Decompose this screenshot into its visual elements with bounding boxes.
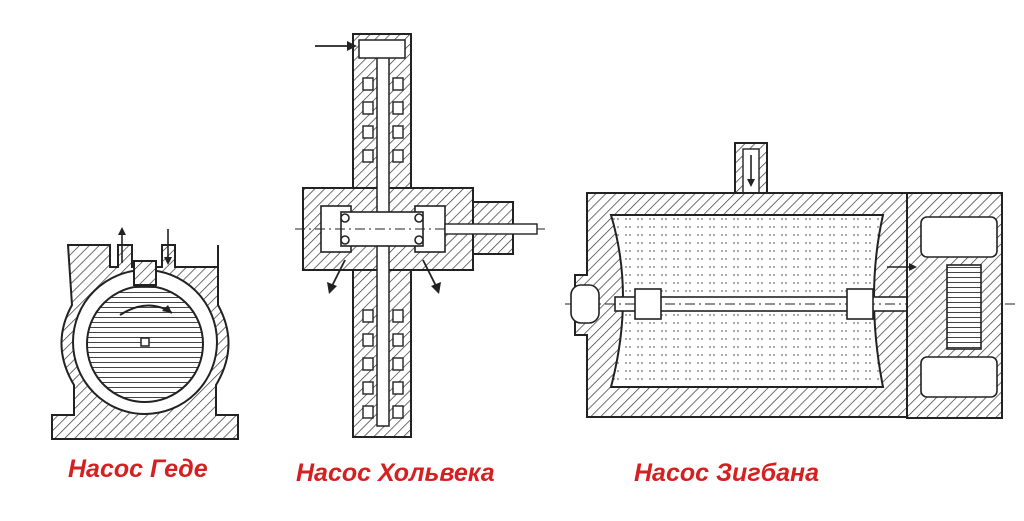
siegbahn-outlet-arrow [887, 263, 917, 271]
holweck-shaft [444, 223, 538, 235]
siegbahn-pump-diagram [565, 142, 1015, 419]
holweck-pump-diagram [295, 33, 545, 438]
holweck-outlet-arrows [327, 259, 441, 294]
holweck-bearings [320, 205, 446, 253]
holweck-inlet-arrow [315, 41, 357, 51]
holweck-inlet [358, 39, 406, 59]
siegbahn-motor-rotor [946, 264, 982, 350]
siegbahn-right-bearing [846, 288, 874, 320]
siegbahn-pump-caption: Насос Зигбана [634, 459, 820, 487]
siegbahn-inlet-arrow [747, 155, 755, 187]
siegbahn-left-bearing [570, 284, 600, 324]
gaede-shaft [140, 337, 150, 347]
gaede-pump-caption: Насос Геде [68, 455, 208, 483]
gaede-flow-arrows [118, 227, 172, 265]
gaede-separator [133, 260, 157, 286]
holweck-grooves [362, 77, 404, 419]
holweck-pump-caption: Насос Хольвека [296, 459, 495, 487]
gaede-pump-diagram [51, 227, 239, 440]
